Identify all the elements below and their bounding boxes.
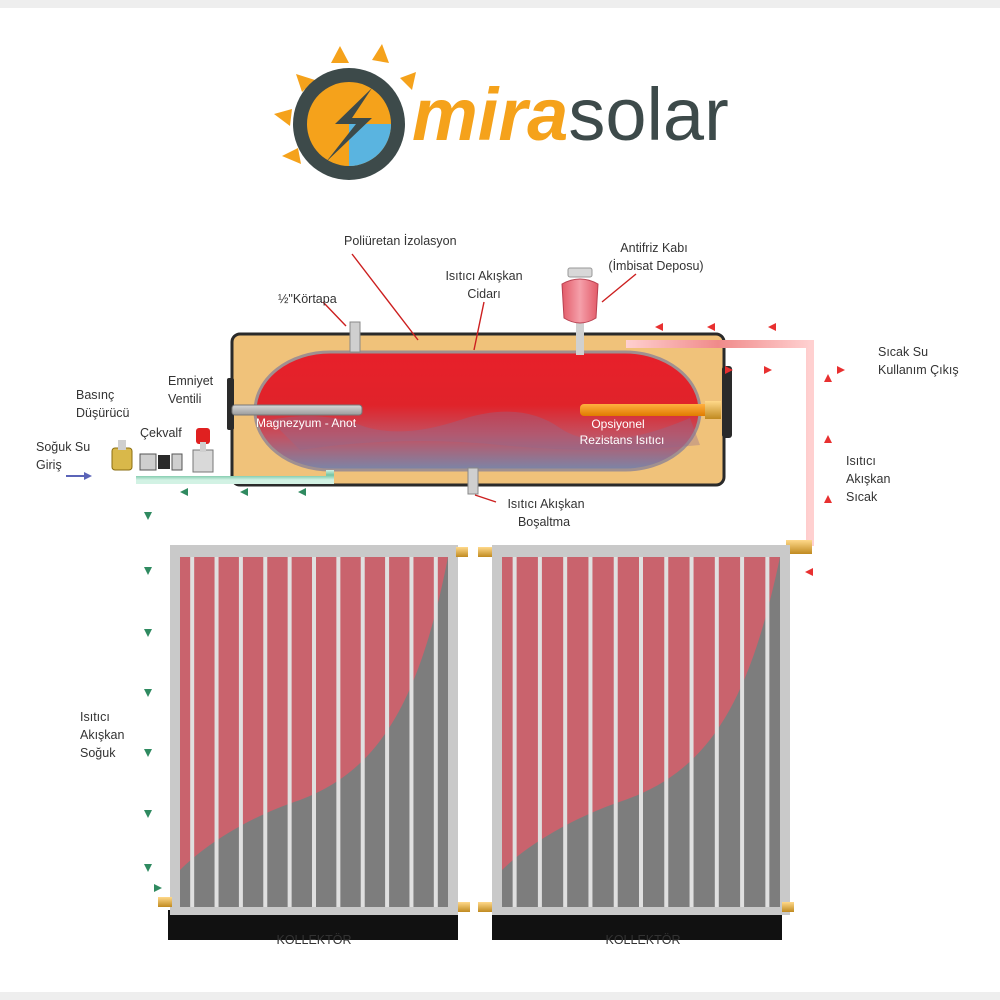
- collector-right-label: KOLLEKTÖR: [605, 933, 680, 947]
- pressure-reducer-valve: [111, 440, 133, 471]
- heater-element: [580, 404, 720, 416]
- arrow-icon: [805, 568, 813, 576]
- arrow-icon: [824, 374, 832, 382]
- drain-label-1: Isıtıcı Akışkan: [507, 497, 584, 511]
- hot-fluid-label-1: Isıtıcı: [846, 454, 876, 468]
- collector-left-label: KOLLEKTÖR: [276, 933, 351, 947]
- arrow-icon: [180, 488, 188, 496]
- collector-right: [478, 545, 794, 940]
- logo-disc-blue: [349, 124, 391, 166]
- cold-fluid-label-1: Isıtıcı: [80, 710, 110, 724]
- hot-out-label-1: Sıcak Su: [878, 345, 928, 359]
- arrow-icon: [240, 488, 248, 496]
- antifreeze-label-1: Antifriz Kabı: [620, 241, 687, 255]
- arrow-icon: [298, 488, 306, 496]
- pressure-reducer-label-2: Düşürücü: [76, 406, 130, 420]
- water-flow-arrow: [66, 472, 92, 480]
- fluid-wall-label-1: Isıtıcı Akışkan: [445, 269, 522, 283]
- heater-label-2: Rezistans Isıtıcı: [580, 433, 665, 447]
- arrow-icon: [144, 629, 152, 637]
- safety-valve-label-2: Ventili: [168, 392, 201, 406]
- hot-out-label-2: Kullanım Çıkış: [878, 363, 959, 377]
- arrow-icon: [144, 810, 152, 818]
- arrow-icon: [84, 472, 92, 480]
- arrow-icon: [837, 366, 845, 374]
- arrow-icon: [144, 512, 152, 520]
- brand-name-part2: solar: [568, 73, 728, 156]
- safety-valve-label-1: Emniyet: [168, 374, 214, 388]
- storage-tank: [227, 321, 732, 495]
- antifreeze-jar: [561, 267, 599, 355]
- tank-water-texture: [270, 411, 700, 450]
- plug-fitting: [349, 321, 361, 353]
- collector-left: [158, 545, 470, 940]
- insulation-label: Poliüretan İzolasyon: [344, 234, 457, 248]
- arrow-icon: [707, 323, 715, 331]
- fluid-wall-label-2: Cidarı: [467, 287, 500, 301]
- hot-flow-arrows: [655, 323, 845, 576]
- heater-label-1: Opsiyonel: [591, 417, 644, 431]
- heater-fitting: [705, 401, 721, 419]
- brand-name: mirasolar: [412, 73, 729, 156]
- safety-valve: [192, 428, 214, 473]
- arrow-icon: [144, 749, 152, 757]
- lightning-icon: [326, 88, 372, 162]
- hot-outlet-fitting: [786, 540, 812, 554]
- cold-in-label-1: Soğuk Su: [36, 440, 90, 454]
- arrow-icon: [768, 323, 776, 331]
- arrow-icon: [824, 495, 832, 503]
- brand-logo: mirasolar: [274, 44, 729, 180]
- cold-in-label-2: Giriş: [36, 458, 62, 472]
- arrow-icon: [655, 323, 663, 331]
- arrow-icon: [764, 366, 772, 374]
- leader-lines: [322, 253, 637, 503]
- antifreeze-label-2: (İmbisat Deposu): [608, 259, 703, 273]
- drain-fitting: [467, 467, 479, 495]
- arrow-icon: [154, 884, 162, 892]
- sun-icon: [274, 44, 416, 164]
- arrow-icon: [144, 864, 152, 872]
- hot-fluid-label-2: Akışkan: [846, 472, 891, 486]
- pressure-reducer-label-1: Basınç: [76, 388, 114, 402]
- brand-name-part1: mira: [412, 73, 568, 156]
- arrow-icon: [824, 435, 832, 443]
- drain-label-2: Boşaltma: [518, 515, 570, 529]
- plug-label: ½"Körtapa: [278, 292, 337, 306]
- cold-fluid-label-3: Soğuk: [80, 746, 116, 760]
- tank-end-cap-left: [227, 378, 234, 430]
- anode-label: Magnezyum - Anot: [256, 416, 357, 430]
- hot-fluid-label-3: Sıcak: [846, 490, 878, 504]
- check-valve: [139, 453, 183, 471]
- arrow-icon: [725, 366, 733, 374]
- cold-flow-arrows: [144, 488, 306, 892]
- cold-fluid-label-2: Akışkan: [80, 728, 125, 742]
- arrow-icon: [144, 689, 152, 697]
- tank-end-cap-right: [722, 366, 732, 438]
- cold-fluid-pipe-top: [136, 470, 334, 484]
- arrow-icon: [144, 567, 152, 575]
- tank-inner-vessel: [253, 350, 702, 472]
- magnesium-anode: [231, 404, 363, 416]
- check-valve-label: Çekvalf: [140, 426, 182, 440]
